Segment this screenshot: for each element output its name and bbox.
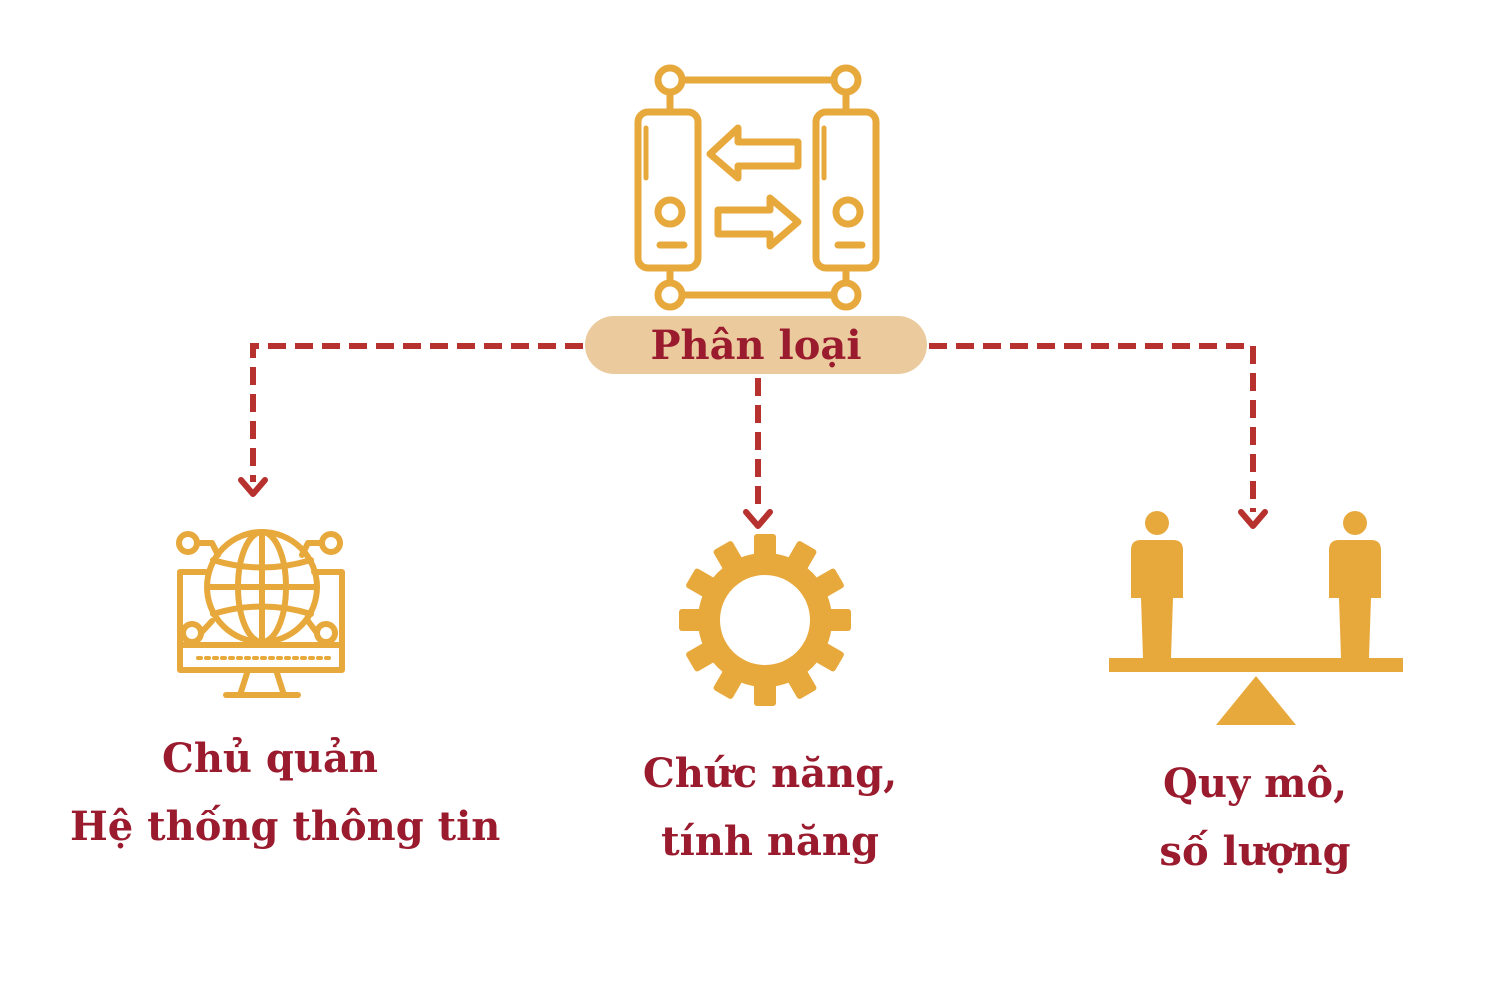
branch-label-line: Chủ quản [162, 735, 378, 782]
branch-label-owner: Chủ quản Hệ thống thông tin [70, 725, 501, 861]
branch-label-line: số lượng [1159, 828, 1351, 875]
branch-label-line: Quy mô, [1162, 760, 1348, 807]
root-label-pill: Phân loại [585, 316, 927, 374]
branch-label-line: Chức năng, [642, 750, 898, 797]
globe-monitor-icon [176, 529, 345, 698]
balance-scale-people-icon [1109, 511, 1403, 725]
branch-label-line: tính năng [661, 818, 879, 865]
connector-lines [250, 343, 1256, 512]
server-transfer-icon [634, 64, 880, 311]
branch-label-scale: Quy mô, số lượng [1130, 750, 1380, 886]
root-label: Phân loại [650, 321, 862, 369]
branch-label-function: Chức năng, tính năng [620, 740, 920, 876]
branch-label-line: Hệ thống thông tin [70, 803, 501, 850]
gear-icon [679, 534, 851, 706]
arrowheads [238, 477, 1268, 529]
